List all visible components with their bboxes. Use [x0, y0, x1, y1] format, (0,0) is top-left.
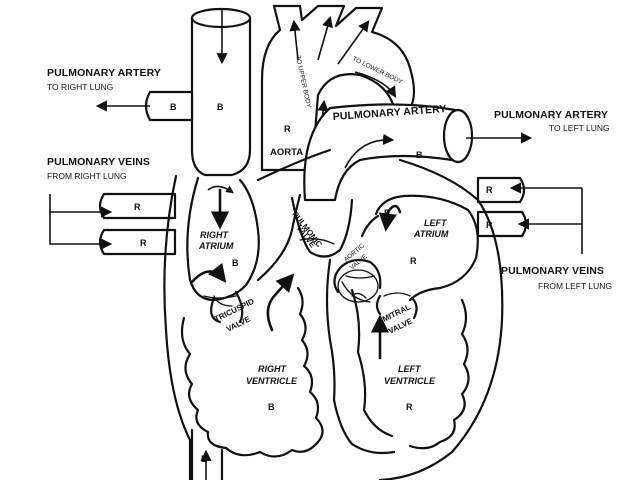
pulmonary-artery-left-sub: TO LEFT LUNG: [549, 123, 610, 133]
blood-marker-r: R: [406, 402, 413, 412]
blood-marker-r: R: [410, 256, 417, 266]
right-atrium-label-1: RIGHT: [200, 230, 230, 240]
blood-marker-b: B: [201, 454, 208, 464]
pulmonary-artery-right-sub: TO RIGHT LUNG: [47, 82, 113, 92]
chamber-labels: RIGHT ATRIUM LEFT ATRIUM RIGHT VENTRICLE…: [198, 218, 449, 386]
left-ventricle-label-2: VENTRICLE: [384, 376, 436, 386]
left-atrium-label-2: ATRIUM: [413, 229, 449, 239]
blood-marker-r: R: [284, 124, 291, 134]
left-atrium: [360, 194, 479, 302]
pulmonary-veins-right-title: PULMONARY VEINS: [47, 156, 150, 168]
right-ventricle-label-2: VENTRICLE: [246, 376, 298, 386]
blood-marker-r: R: [486, 185, 493, 195]
septum: [325, 258, 396, 455]
right-ventricle-wall: [180, 193, 324, 458]
pulmonic-valve: [290, 196, 354, 258]
pulmonary-veins-left-title: PULMONARY VEINS: [501, 265, 604, 277]
aorta-label: AORTA: [270, 147, 303, 158]
tricuspid-valve: [203, 290, 244, 324]
inferior-vena-cava: [190, 428, 224, 482]
right-ventricle-label-1: RIGHT: [258, 364, 288, 374]
pulmonary-veins-left-sub: FROM LEFT LUNG: [538, 281, 612, 291]
left-ventricle-label-1: LEFT: [398, 364, 422, 374]
valve-labels: PULMONIC VALVE AORTIC VALVE TRICUSPID VA…: [213, 210, 414, 336]
left-ventricle-wall: [408, 298, 470, 450]
left-pulmonary-veins: [476, 176, 583, 254]
superior-vena-cava: [190, 7, 252, 177]
blood-marker-b: B: [232, 258, 239, 268]
blood-markers: B B R B R R R R B R R B R B: [134, 102, 493, 464]
blood-marker-b: B: [170, 102, 177, 112]
left-atrium-label-1: LEFT: [424, 218, 448, 228]
pulmonary-artery-right-title: PULMONARY ARTERY: [47, 67, 161, 79]
blood-marker-r: R: [134, 202, 141, 212]
right-pulmonary-artery: [95, 90, 194, 122]
pulmonary-artery-trunk: [303, 103, 533, 202]
aortic-valve: [333, 258, 382, 303]
blood-marker-r: R: [384, 208, 391, 218]
pulmonary-veins-right-sub: FROM RIGHT LUNG: [47, 171, 127, 181]
heart-outer-wall: [163, 148, 504, 482]
blood-marker-r: R: [140, 238, 147, 248]
right-atrium-label-2: ATRIUM: [198, 241, 234, 251]
blood-marker-r: R: [486, 220, 493, 230]
blood-marker-b: B: [217, 102, 224, 112]
aorta-vessel: [260, 4, 416, 172]
blood-marker-b: B: [416, 150, 423, 160]
pulmonary-artery-left-title: PULMONARY ARTERY: [494, 109, 608, 121]
right-pulmonary-veins: [49, 192, 177, 256]
blood-marker-b: B: [268, 402, 275, 412]
mitral-valve: [370, 292, 418, 360]
